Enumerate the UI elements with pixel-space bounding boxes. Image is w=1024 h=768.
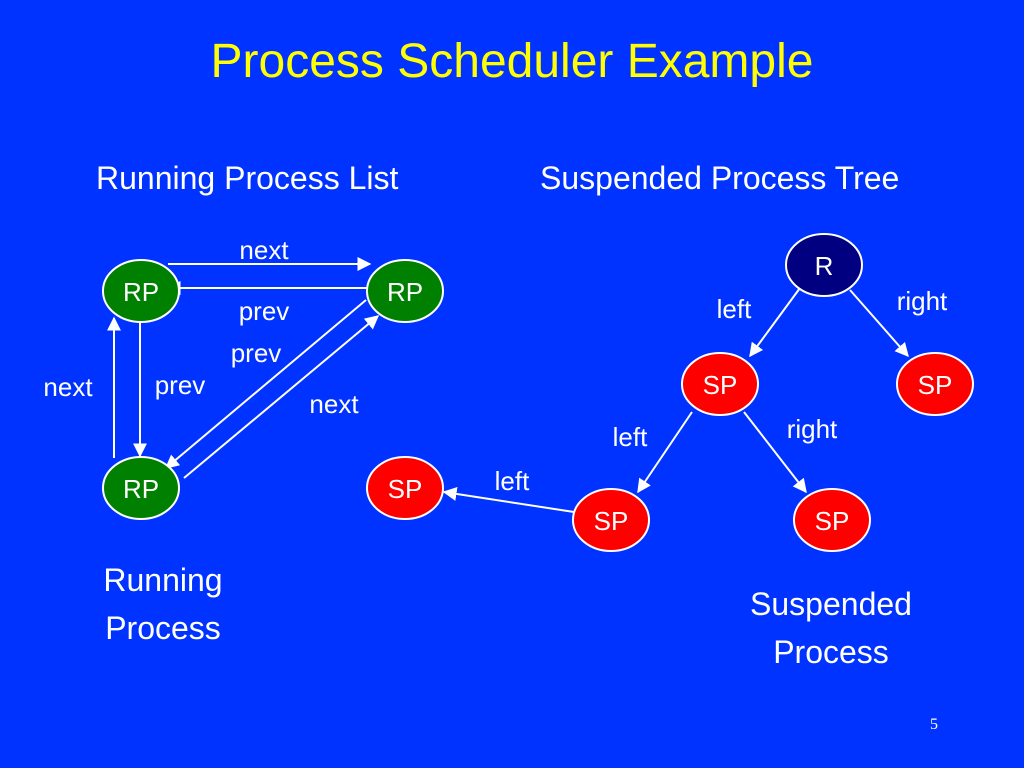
- node-rp-top-right: RP: [366, 259, 444, 323]
- node-sp-left: SP: [681, 352, 759, 416]
- node-sp-right: SP: [896, 352, 974, 416]
- label-root-right: right: [897, 286, 948, 316]
- edge-sp-left: [637, 411, 693, 494]
- edge-sp-right: [743, 411, 807, 494]
- edge-root-right: [849, 289, 909, 358]
- node-rp-top-right-label: RP: [387, 277, 423, 307]
- label-prev-left: prev: [155, 370, 206, 400]
- label-prev-diagonal: prev: [231, 338, 282, 368]
- node-root: R: [785, 233, 863, 297]
- node-sp-far-left: SP: [366, 456, 444, 520]
- suspended-tree-heading: Suspended Process Tree: [540, 160, 900, 196]
- node-root-label: R: [815, 251, 834, 281]
- running-list-edges: [107, 257, 380, 479]
- running-list-heading: Running Process List: [96, 160, 399, 196]
- edge-root-left: [749, 287, 801, 358]
- page-number: 5: [930, 716, 938, 733]
- label-next-diagonal: next: [309, 389, 359, 419]
- edge-prev-diagonal: [164, 299, 367, 469]
- node-sp-left-right: SP: [793, 488, 871, 552]
- slide-title: Process Scheduler Example: [210, 35, 814, 88]
- label-sp-far-left: left: [495, 466, 530, 496]
- node-sp-left-left-label: SP: [594, 506, 629, 536]
- edge-sp-far-left: [442, 486, 575, 513]
- node-sp-left-label: SP: [703, 370, 738, 400]
- edge-labels: next prev next prev prev next left right…: [43, 235, 948, 496]
- node-rp-bottom: RP: [102, 456, 180, 520]
- label-sp-right: right: [787, 414, 838, 444]
- edge-next-diagonal: [183, 315, 380, 479]
- label-prev-top: prev: [239, 296, 290, 326]
- running-process-caption: Running Process: [103, 562, 223, 646]
- suspended-process-caption: Suspended Process: [750, 586, 912, 670]
- node-sp-right-label: SP: [918, 370, 953, 400]
- label-next-top: next: [239, 235, 289, 265]
- node-rp-top-left-label: RP: [123, 277, 159, 307]
- node-sp-left-right-label: SP: [815, 506, 850, 536]
- label-next-left: next: [43, 372, 93, 402]
- node-sp-left-left: SP: [572, 488, 650, 552]
- label-root-left: left: [717, 294, 752, 324]
- node-rp-top-left: RP: [102, 259, 180, 323]
- node-rp-bottom-label: RP: [123, 474, 159, 504]
- node-sp-far-left-label: SP: [388, 474, 423, 504]
- label-sp-left: left: [613, 422, 648, 452]
- suspended-tree-edges: [442, 287, 909, 513]
